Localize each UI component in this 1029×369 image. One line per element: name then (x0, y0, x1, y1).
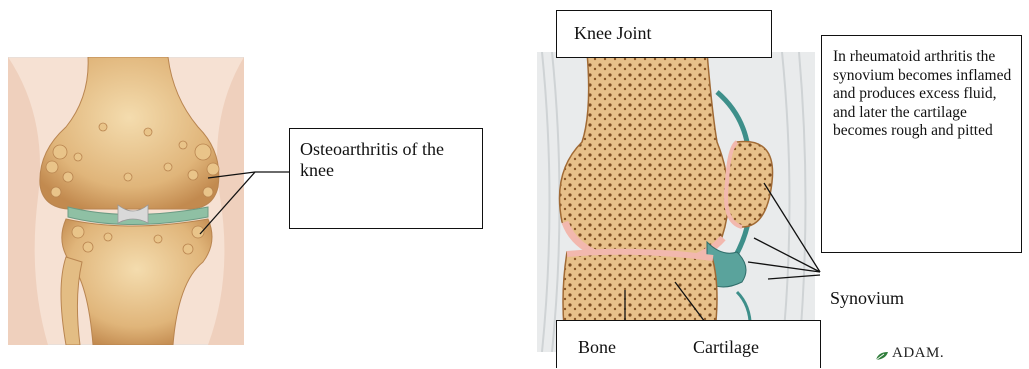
osteoarthritis-knee-illustration (8, 57, 244, 345)
bone-label: Bone (578, 337, 616, 358)
knee-joint-drawing (537, 52, 815, 352)
adam-logo: ADAM. (875, 343, 944, 363)
rheumatoid-description-text: In rheumatoid arthritis the synovium bec… (833, 48, 1013, 141)
bone-cartilage-box: Bone Cartilage (556, 320, 821, 368)
osteoarthritis-callout-box: Osteoarthritis of the knee (289, 128, 483, 229)
adam-logo-text: ADAM. (892, 345, 944, 362)
cartilage-label: Cartilage (693, 337, 759, 358)
leaf-icon (875, 348, 889, 358)
knee-joint-title: Knee Joint (574, 23, 651, 44)
osteoarthritis-knee-drawing (8, 57, 244, 345)
rheumatoid-description-box: In rheumatoid arthritis the synovium bec… (821, 35, 1022, 253)
synovium-label: Synovium (830, 288, 904, 309)
knee-joint-illustration (537, 52, 815, 352)
knee-joint-title-box: Knee Joint (556, 10, 772, 58)
osteoarthritis-callout-text: Osteoarthritis of the knee (300, 139, 476, 181)
